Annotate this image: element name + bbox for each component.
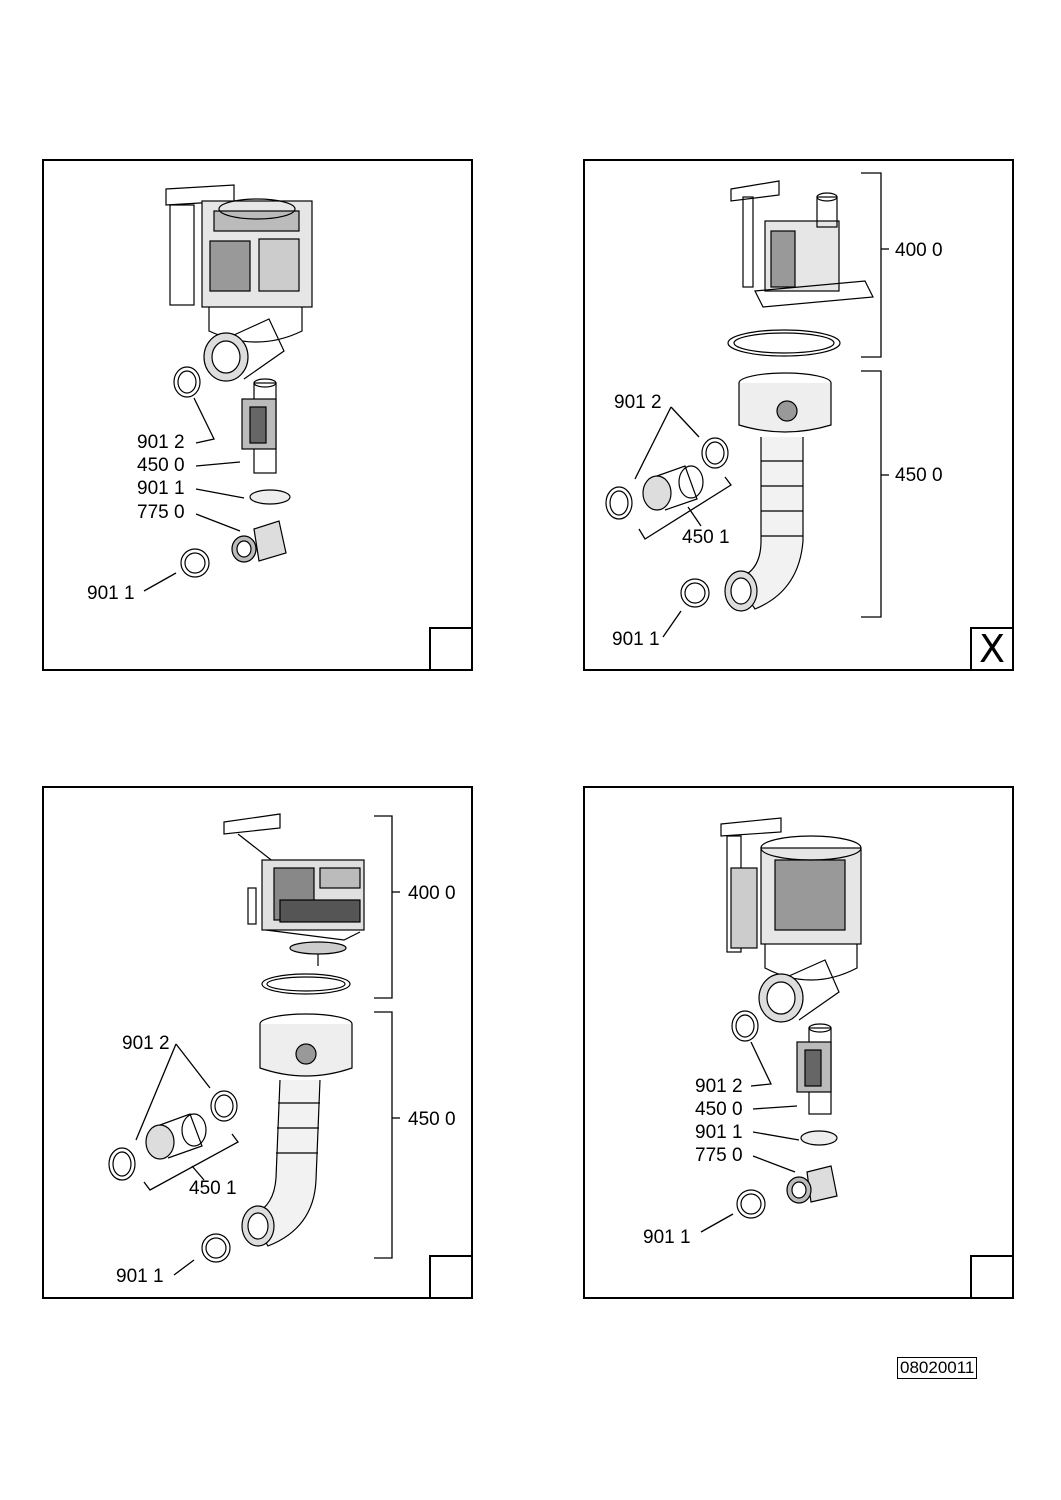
panel-top-right: 400 0 450 0 901 2 450 1 901 1 X bbox=[583, 159, 1014, 671]
panel-bottom-left: 400 0 450 0 901 2 450 1 901 1 bbox=[42, 786, 473, 1299]
part-label: 450 1 bbox=[682, 527, 730, 548]
pump-assembly-drawing bbox=[700, 817, 862, 1233]
part-label: 901 2 bbox=[695, 1076, 743, 1097]
part-label: 450 1 bbox=[189, 1178, 237, 1199]
leader-lines bbox=[634, 172, 889, 638]
leader-lines bbox=[700, 1041, 800, 1233]
part-label: 901 2 bbox=[122, 1033, 170, 1054]
part-label: 901 1 bbox=[612, 629, 660, 650]
part-label: 901 1 bbox=[87, 583, 135, 604]
part-label: 450 0 bbox=[895, 465, 943, 486]
part-label: 901 1 bbox=[116, 1266, 164, 1287]
leader-lines bbox=[143, 397, 245, 592]
part-label: 450 0 bbox=[137, 455, 185, 476]
pump-assembly-drawing bbox=[605, 172, 889, 638]
part-label: 775 0 bbox=[137, 502, 185, 523]
pump-assembly-drawing bbox=[108, 813, 400, 1276]
panel-top-left: 901 2 450 0 901 1 775 0 901 1 bbox=[42, 159, 473, 671]
pump-assembly-drawing bbox=[143, 184, 313, 592]
corner-marker-box bbox=[429, 1255, 473, 1299]
part-label: 450 0 bbox=[408, 1109, 456, 1130]
part-label: 400 0 bbox=[408, 883, 456, 904]
part-label: 400 0 bbox=[895, 240, 943, 261]
corner-marker-box bbox=[429, 627, 473, 671]
panel-bottom-right: 901 2 450 0 901 1 775 0 901 1 bbox=[583, 786, 1014, 1299]
part-label: 901 2 bbox=[137, 432, 185, 453]
part-label: 901 1 bbox=[137, 478, 185, 499]
corner-marker-box: X bbox=[970, 627, 1014, 671]
part-label: 901 1 bbox=[695, 1122, 743, 1143]
part-label: 450 0 bbox=[695, 1099, 743, 1120]
part-label: 775 0 bbox=[695, 1145, 743, 1166]
drawing-number: 08020011 bbox=[897, 1357, 978, 1379]
part-label: 901 2 bbox=[614, 392, 662, 413]
leader-lines bbox=[135, 815, 400, 1276]
corner-marker-box bbox=[970, 1255, 1014, 1299]
part-label: 901 1 bbox=[643, 1227, 691, 1248]
